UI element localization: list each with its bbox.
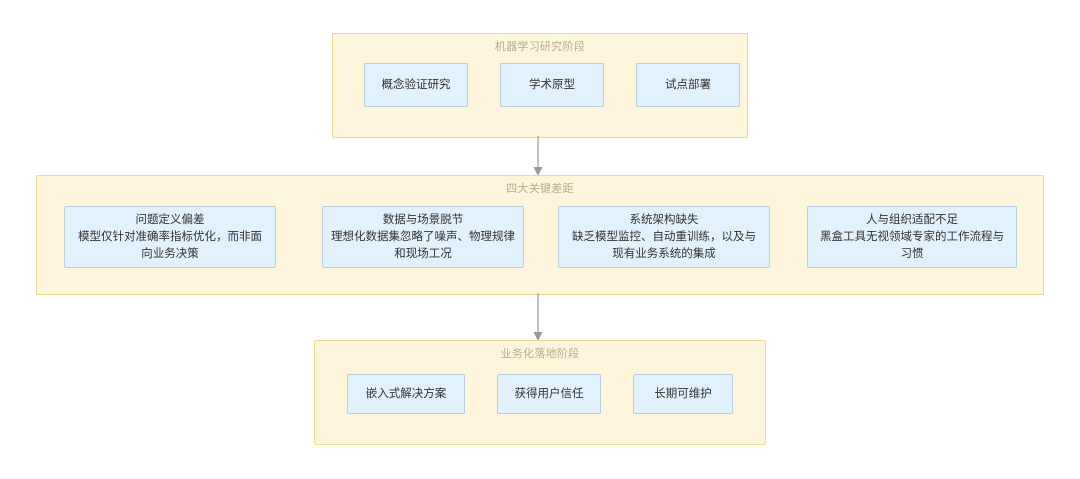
group-research-phase-title: 机器学习研究阶段 bbox=[494, 41, 586, 53]
node-long-term-maintainability-label: 长期可维护 bbox=[654, 387, 712, 400]
node-embedded-solution-label: 嵌入式解决方案 bbox=[365, 387, 447, 400]
node-gap-problem-definition[interactable]: 问题定义偏差 模型仅针对准确率指标优化，而非面 向业务决策 bbox=[64, 206, 276, 268]
node-proof-of-concept-label: 概念验证研究 bbox=[381, 78, 451, 91]
node-pilot-deployment[interactable]: 试点部署 bbox=[636, 63, 740, 107]
node-pilot-deployment-label: 试点部署 bbox=[665, 78, 711, 91]
arrow-down-icon-research-to-gaps bbox=[528, 136, 548, 178]
group-key-gaps[interactable]: 四大关键差距 问题定义偏差 模型仅针对准确率指标优化，而非面 向业务决策 数据与… bbox=[36, 175, 1044, 295]
group-business-deployment-phase[interactable]: 业务化落地阶段 嵌入式解决方案 获得用户信任 长期可维护 bbox=[314, 340, 766, 445]
node-long-term-maintainability[interactable]: 长期可维护 bbox=[633, 374, 733, 414]
node-gap-people-organization[interactable]: 人与组织适配不足 黑盒工具无视领域专家的工作流程与 习惯 bbox=[807, 206, 1017, 268]
node-embedded-solution[interactable]: 嵌入式解决方案 bbox=[347, 374, 465, 414]
group-business-deployment-phase-title: 业务化落地阶段 bbox=[500, 348, 580, 360]
node-gap-data-scenario-label: 数据与场景脱节 理想化数据集忽略了噪声、物理规律 和现场工况 bbox=[331, 213, 515, 260]
node-user-trust[interactable]: 获得用户信任 bbox=[497, 374, 601, 414]
node-gap-problem-definition-label: 问题定义偏差 模型仅针对准确率指标优化，而非面 向业务决策 bbox=[78, 213, 262, 260]
node-gap-data-scenario[interactable]: 数据与场景脱节 理想化数据集忽略了噪声、物理规律 和现场工况 bbox=[322, 206, 524, 268]
arrow-down-icon-gaps-to-deploy bbox=[528, 293, 548, 343]
node-gap-system-architecture[interactable]: 系统架构缺失 缺乏模型监控、自动重训练，以及与 现有业务系统的集成 bbox=[558, 206, 770, 268]
node-gap-people-organization-label: 人与组织适配不足 黑盒工具无视领域专家的工作流程与 习惯 bbox=[820, 213, 1004, 260]
node-academic-prototype-label: 学术原型 bbox=[529, 78, 575, 91]
node-academic-prototype[interactable]: 学术原型 bbox=[500, 63, 604, 107]
group-research-phase[interactable]: 机器学习研究阶段 概念验证研究 学术原型 试点部署 bbox=[332, 33, 748, 138]
group-key-gaps-title: 四大关键差距 bbox=[506, 183, 574, 195]
node-gap-system-architecture-label: 系统架构缺失 缺乏模型监控、自动重训练，以及与 现有业务系统的集成 bbox=[572, 213, 756, 260]
node-user-trust-label: 获得用户信任 bbox=[514, 387, 584, 400]
node-proof-of-concept[interactable]: 概念验证研究 bbox=[364, 63, 468, 107]
